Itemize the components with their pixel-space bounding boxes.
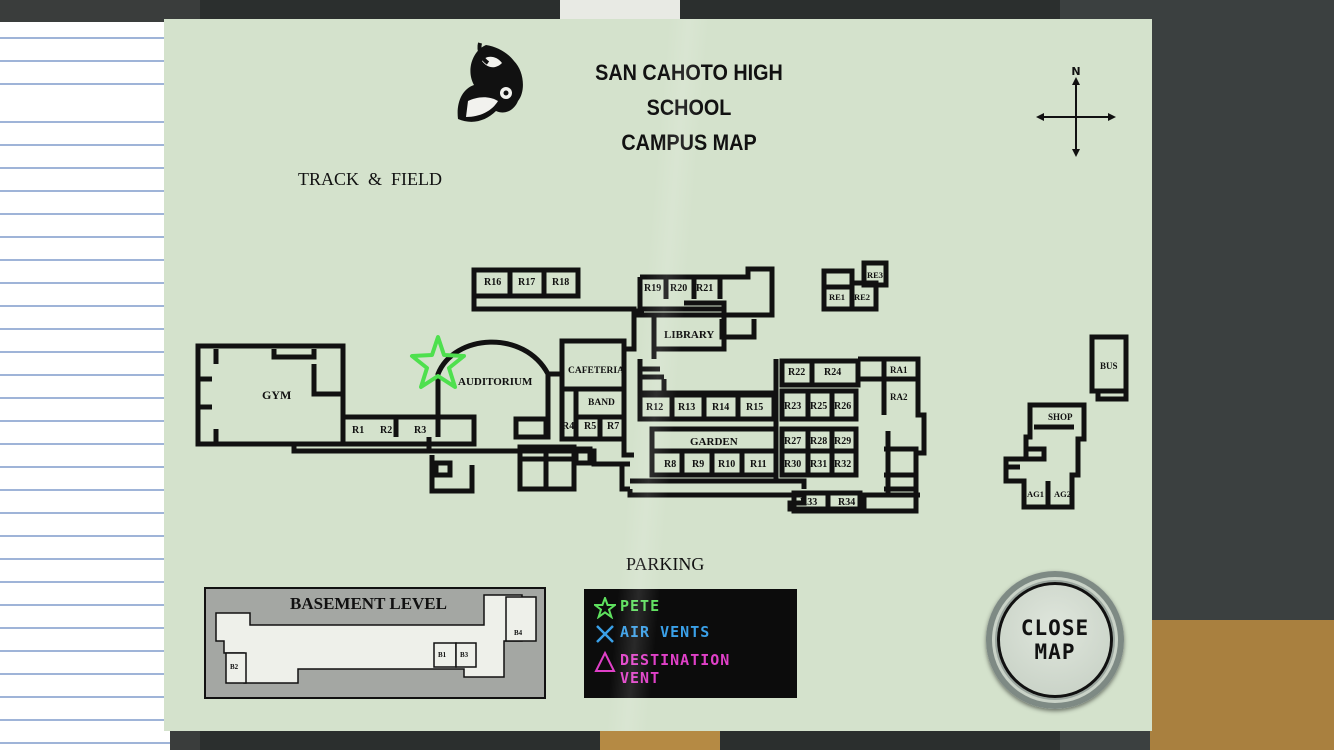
legend-air-vents-label: AIR VENTS bbox=[620, 623, 711, 641]
room-b3: B3 bbox=[460, 651, 469, 659]
room-band: BAND bbox=[588, 398, 615, 408]
room-r28: R28 bbox=[810, 436, 827, 447]
room-r25: R25 bbox=[810, 401, 827, 412]
track-field-label: TRACK & FIELD bbox=[298, 169, 442, 189]
room-r26: R26 bbox=[834, 401, 851, 412]
room-ra1: RA1 bbox=[890, 365, 908, 375]
room-r18: R18 bbox=[552, 277, 569, 288]
map-title-line1: SAN CAHOTO HIGH SCHOOL bbox=[595, 60, 783, 120]
room-r9: R9 bbox=[692, 459, 704, 470]
room-re1: RE1 bbox=[829, 292, 845, 302]
room-r4: R4 bbox=[562, 421, 574, 432]
room-r20: R20 bbox=[670, 283, 687, 294]
pete-location-marker bbox=[410, 335, 466, 389]
legend-pete-label: PETE bbox=[620, 597, 661, 615]
campus-map-paper: SAN CAHOTO HIGH SCHOOL CAMPUS MAP N TRAC… bbox=[164, 19, 1152, 731]
room-r15: R15 bbox=[746, 402, 763, 413]
close-map-button-face[interactable]: CLOSE MAP bbox=[997, 582, 1113, 698]
ram-mascot-logo bbox=[457, 42, 523, 122]
room-shop: SHOP bbox=[1048, 412, 1073, 422]
room-ag2: AG2 bbox=[1054, 489, 1071, 499]
room-re2: RE2 bbox=[854, 292, 870, 302]
room-r24: R24 bbox=[824, 367, 841, 378]
room-r10: R10 bbox=[718, 459, 735, 470]
room-r7: R7 bbox=[607, 421, 619, 432]
basement-map: BASEMENT LEVEL B2 B1 B3 B4 bbox=[204, 587, 546, 699]
compass-icon: N bbox=[1036, 65, 1116, 157]
map-title: SAN CAHOTO HIGH SCHOOL CAMPUS MAP bbox=[559, 55, 820, 160]
room-r12: R12 bbox=[646, 402, 663, 413]
room-ag1: AG1 bbox=[1027, 489, 1044, 499]
room-r31: R31 bbox=[810, 459, 827, 470]
room-r5: R5 bbox=[584, 421, 596, 432]
room-labels: GYM AUDITORIUM CAFETERIA BAND LIBRARY GA… bbox=[262, 270, 1118, 508]
room-r13: R13 bbox=[678, 402, 695, 413]
triangle-icon bbox=[594, 651, 616, 672]
close-map-line1: CLOSE bbox=[1020, 616, 1090, 640]
map-title-line2: CAMPUS MAP bbox=[621, 130, 757, 155]
x-icon bbox=[596, 625, 614, 643]
room-b4: B4 bbox=[514, 629, 523, 637]
legend-air-vents: AIR VENTS bbox=[594, 623, 710, 645]
room-r27: R27 bbox=[784, 436, 801, 447]
room-r30: R30 bbox=[784, 459, 801, 470]
room-r21: R21 bbox=[696, 283, 713, 294]
room-library: LIBRARY bbox=[664, 329, 714, 341]
close-map-label: CLOSE MAP bbox=[1010, 616, 1100, 664]
map-legend: PETE AIR VENTS DESTINATION VENT bbox=[584, 589, 797, 698]
background-floor bbox=[600, 728, 720, 750]
campus-buildings: GYM AUDITORIUM CAFETERIA BAND LIBRARY GA… bbox=[195, 260, 1129, 514]
star-icon bbox=[594, 597, 616, 619]
legend-destination-vent: DESTINATION VENT bbox=[594, 651, 730, 687]
close-map-button[interactable]: CLOSE MAP bbox=[986, 571, 1124, 709]
room-b2: B2 bbox=[230, 663, 239, 671]
room-r2: R2 bbox=[380, 425, 392, 436]
room-r8: R8 bbox=[664, 459, 676, 470]
room-cafeteria: CAFETERIA bbox=[568, 366, 624, 376]
room-r29: R29 bbox=[834, 436, 851, 447]
room-ra2: RA2 bbox=[890, 392, 908, 402]
room-r1: R1 bbox=[352, 425, 364, 436]
legend-destination-line1: DESTINATION bbox=[620, 651, 731, 669]
room-r34: R34 bbox=[838, 497, 855, 508]
room-r33: R33 bbox=[800, 497, 817, 508]
legend-pete: PETE bbox=[594, 597, 660, 619]
room-gym: GYM bbox=[262, 388, 291, 402]
room-r3: R3 bbox=[414, 425, 426, 436]
compass-north-label: N bbox=[1071, 65, 1080, 78]
legend-destination-line2: VENT bbox=[620, 669, 661, 687]
room-re3: RE3 bbox=[867, 270, 883, 280]
room-r19: R19 bbox=[644, 283, 661, 294]
background-desk bbox=[1150, 620, 1334, 750]
parking-label: PARKING bbox=[626, 554, 705, 574]
room-r11: R11 bbox=[750, 459, 767, 470]
room-auditorium: AUDITORIUM bbox=[458, 376, 533, 388]
room-r14: R14 bbox=[712, 402, 729, 413]
room-garden: GARDEN bbox=[690, 436, 738, 448]
room-r32: R32 bbox=[834, 459, 851, 470]
notebook-paper bbox=[0, 22, 170, 750]
room-b1: B1 bbox=[438, 651, 447, 659]
room-bus: BUS bbox=[1100, 361, 1118, 371]
close-map-line2: MAP bbox=[1034, 640, 1076, 664]
room-r23: R23 bbox=[784, 401, 801, 412]
room-r16: R16 bbox=[484, 277, 501, 288]
basement-title: BASEMENT LEVEL bbox=[290, 594, 447, 613]
room-r17: R17 bbox=[518, 277, 535, 288]
legend-destination-label: DESTINATION VENT bbox=[620, 651, 730, 687]
room-r22: R22 bbox=[788, 367, 805, 378]
background-paper bbox=[560, 0, 680, 22]
